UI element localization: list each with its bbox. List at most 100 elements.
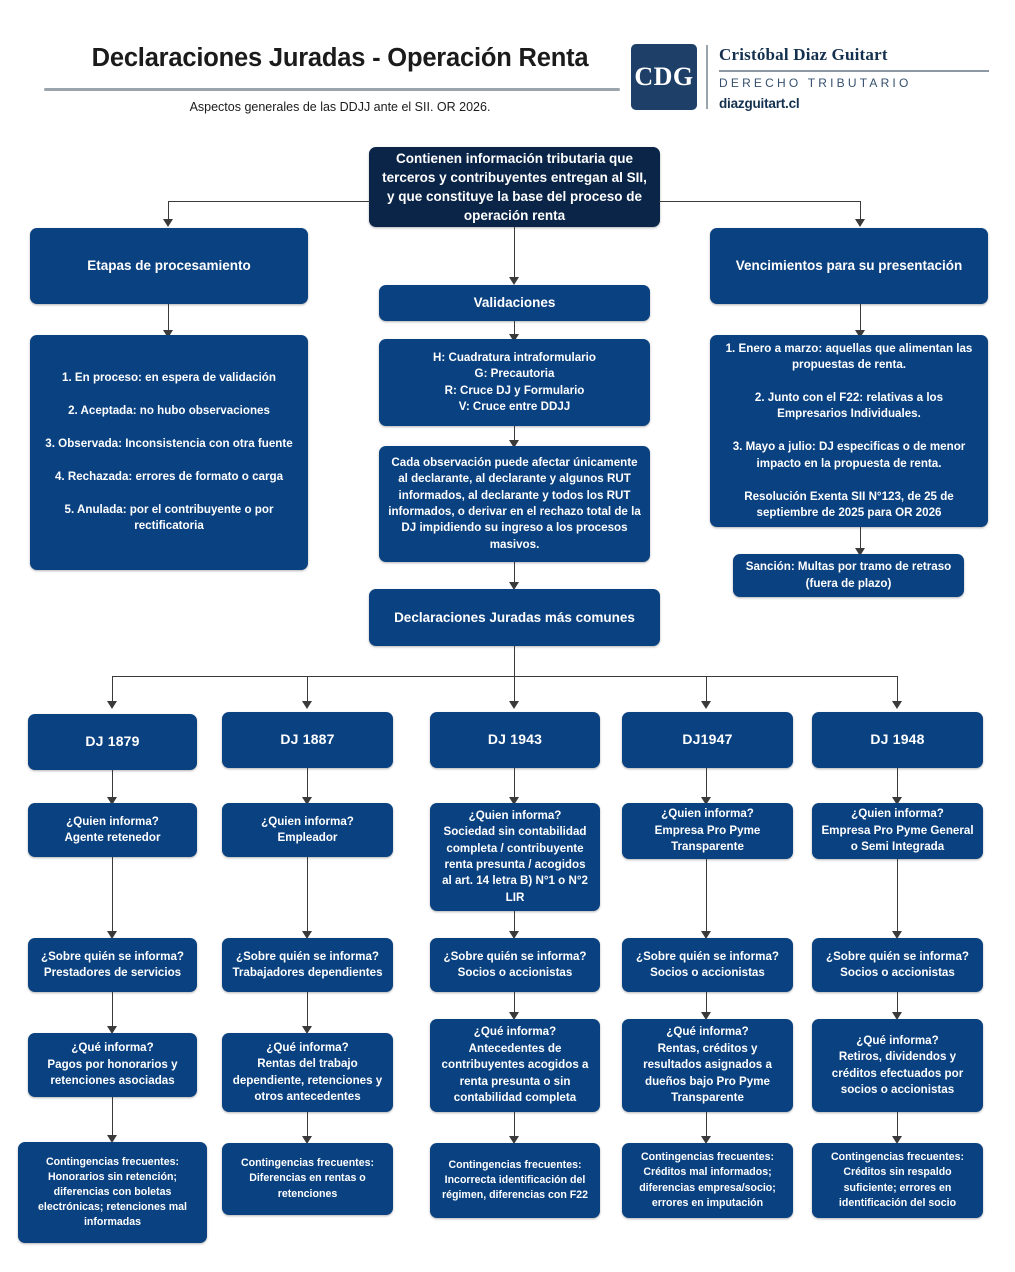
logo-tagline: DERECHO TRIBUTARIO <box>719 76 912 90</box>
connector-dj3-b <box>514 911 516 936</box>
node-dj-informa-3: ¿Quien informa? Sociedad sin contabilida… <box>430 803 600 911</box>
arrow-dj-1 <box>107 701 117 709</box>
connector-dj5-d <box>897 1112 899 1140</box>
arrow-dj5-d <box>892 1136 902 1144</box>
node-etapas-header: Etapas de procesamiento <box>30 228 308 304</box>
node-dj-que-4: ¿Qué informa? Rentas, créditos y resulta… <box>622 1019 793 1112</box>
connector-dj2-d <box>307 1112 309 1140</box>
node-validaciones-detail: H: Cuadratura intraformulario G: Precaut… <box>379 339 650 426</box>
arrow-dj1-c <box>107 1026 117 1034</box>
page-subtitle: Aspectos generales de las DDJJ ante el S… <box>189 100 491 114</box>
node-dj-title-3: DJ 1943 <box>430 712 600 768</box>
node-vencimientos-header: Vencimientos para su presentación <box>710 228 988 304</box>
arrow-sancion <box>855 548 865 556</box>
logo-website[interactable]: diazguitart.cl <box>719 96 800 111</box>
arrow-dj3-d <box>509 1136 519 1144</box>
logo-firm-name: Cristóbal Diaz Guitart <box>719 45 888 64</box>
arrow-comunes <box>509 582 519 590</box>
connector-etapas <box>168 304 170 334</box>
arrow-dj1-d <box>107 1135 117 1143</box>
arrow-dj-2 <box>302 701 312 709</box>
node-dj-sobre-3: ¿Sobre quién se informa? Socios o accion… <box>430 938 600 992</box>
connector-root-right-drop <box>860 201 862 223</box>
connector-dj5-b <box>897 859 899 935</box>
connector-fan-5 <box>897 676 899 705</box>
connector-root-left-drop <box>168 201 170 223</box>
connector-dj4-b <box>706 859 708 935</box>
connector-dj4-c <box>706 992 708 1016</box>
arrow-dj3-c <box>509 1012 519 1020</box>
connector-root-right <box>659 201 861 203</box>
node-dj-contingencias-5: Contingencias frecuentes: Créditos sin r… <box>812 1143 983 1218</box>
arrow-dj-3 <box>509 701 519 709</box>
node-djj-comunes: Declaraciones Juradas más comunes <box>369 589 660 646</box>
connector-dj3-a <box>514 768 516 801</box>
arrow-dj4-c <box>701 1012 711 1020</box>
connector-dj3-d <box>514 1112 516 1140</box>
connector-root-down <box>514 227 516 279</box>
node-root: Contienen información tributaria que ter… <box>369 147 660 227</box>
connector-fan-stem <box>514 646 516 677</box>
node-dj-contingencias-1: Contingencias frecuentes: Honorarios sin… <box>18 1142 207 1243</box>
connector-fan-1 <box>112 676 114 705</box>
node-validaciones-header: Validaciones <box>379 285 650 321</box>
connector-dj1-a <box>112 770 114 801</box>
node-dj-title-4: DJ1947 <box>622 712 793 768</box>
node-dj-title-5: DJ 1948 <box>812 712 983 768</box>
arrow-dj5-c <box>892 1012 902 1020</box>
connector-validaciones <box>514 321 516 339</box>
arrow-dj-4 <box>701 701 711 709</box>
connector-dj3-c <box>514 992 516 1016</box>
node-dj-title-2: DJ 1887 <box>222 712 393 768</box>
node-dj-contingencias-2: Contingencias frecuentes: Diferencias en… <box>222 1143 393 1215</box>
page-title: Declaraciones Juradas - Operación Renta <box>91 44 589 72</box>
connector-sancion <box>860 527 862 552</box>
node-dj-que-3: ¿Qué informa? Antecedentes de contribuye… <box>430 1019 600 1112</box>
connector-dj4-a <box>706 768 708 801</box>
logo-divider <box>706 45 708 109</box>
connector-dj1-d <box>112 1097 114 1139</box>
arrow-dj2-d <box>302 1136 312 1144</box>
arrow-dj2-b <box>302 931 312 939</box>
node-dj-informa-2: ¿Quien informa? Empleador <box>222 803 393 857</box>
arrow-dj-5 <box>892 701 902 709</box>
arrow-dj1-b <box>107 931 117 939</box>
title-divider <box>44 88 620 91</box>
logo-mark-icon: CDG <box>631 44 697 110</box>
arrow-root-right <box>855 219 865 227</box>
arrow-dj4-a <box>701 797 711 805</box>
arrow-dj5-a <box>892 797 902 805</box>
connector-fan-bar <box>112 676 898 678</box>
connector-fan-4 <box>706 676 708 705</box>
node-dj-sobre-5: ¿Sobre quién se informa? Socios o accion… <box>812 938 983 992</box>
node-sancion: Sanción: Multas por tramo de retraso (fu… <box>733 554 964 597</box>
arrow-root-left <box>163 219 173 227</box>
connector-vencimientos <box>860 304 862 334</box>
arrow-dj4-b <box>701 931 711 939</box>
arrow-dj1-a <box>107 797 117 805</box>
connector-dj5-c <box>897 992 899 1016</box>
node-dj-sobre-2: ¿Sobre quién se informa? Trabajadores de… <box>222 938 393 992</box>
arrow-vencimientos <box>855 330 865 338</box>
node-dj-sobre-4: ¿Sobre quién se informa? Socios o accion… <box>622 938 793 992</box>
arrow-dj2-a <box>302 797 312 805</box>
node-dj-sobre-1: ¿Sobre quién se informa? Prestadores de … <box>28 938 197 992</box>
logo-underline <box>719 70 989 72</box>
arrow-observacion <box>509 440 519 448</box>
node-etapas-detail: 1. En proceso: en espera de validación 2… <box>30 335 308 570</box>
connector-observacion <box>514 426 516 446</box>
arrow-dj3-b <box>509 931 519 939</box>
connector-fan-2 <box>307 676 309 705</box>
node-dj-title-1: DJ 1879 <box>28 714 197 770</box>
connector-comunes <box>514 562 516 588</box>
node-dj-contingencias-4: Contingencias frecuentes: Créditos mal i… <box>622 1143 793 1218</box>
connector-dj4-d <box>706 1112 708 1140</box>
node-observacion-note: Cada observación puede afectar únicament… <box>379 446 650 562</box>
node-dj-informa-5: ¿Quien informa? Empresa Pro Pyme General… <box>812 803 983 859</box>
node-dj-contingencias-3: Contingencias frecuentes: Incorrecta ide… <box>430 1143 600 1218</box>
connector-dj2-a <box>307 768 309 801</box>
arrow-dj4-d <box>701 1136 711 1144</box>
node-dj-informa-1: ¿Quien informa? Agente retenedor <box>28 803 197 857</box>
connector-root-left <box>168 201 370 203</box>
node-dj-que-2: ¿Qué informa? Rentas del trabajo dependi… <box>222 1033 393 1112</box>
